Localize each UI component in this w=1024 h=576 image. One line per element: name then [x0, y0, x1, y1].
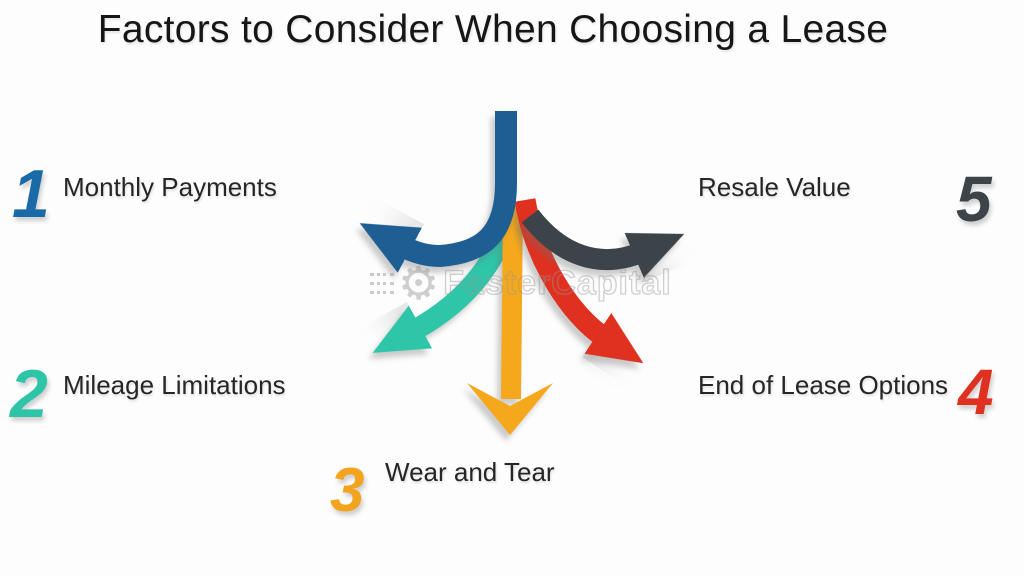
dark-arrow — [521, 209, 685, 278]
factor-4-number: 4 — [958, 356, 994, 428]
factor-5-label: Resale Value — [698, 172, 851, 202]
factor-5-number: 5 — [956, 163, 992, 235]
factor-2-number: 2 — [10, 356, 48, 432]
orange-arrow — [501, 202, 523, 400]
blue-arrow — [359, 111, 517, 273]
factor-4-label: End of Lease Options — [698, 370, 949, 400]
factor-1-number: 1 — [12, 156, 50, 232]
factor-3-number: 3 — [330, 456, 365, 525]
page-title: Factors to Consider When Choosing a Leas… — [97, 8, 889, 51]
factor-1-label: Monthly Payments — [63, 172, 277, 202]
factor-3-label: Wear and Tear — [385, 457, 555, 487]
factor-2-label: Mileage Limitations — [63, 370, 286, 400]
center-arrows-graphic — [359, 111, 685, 435]
orange-arrowhead — [467, 383, 553, 435]
